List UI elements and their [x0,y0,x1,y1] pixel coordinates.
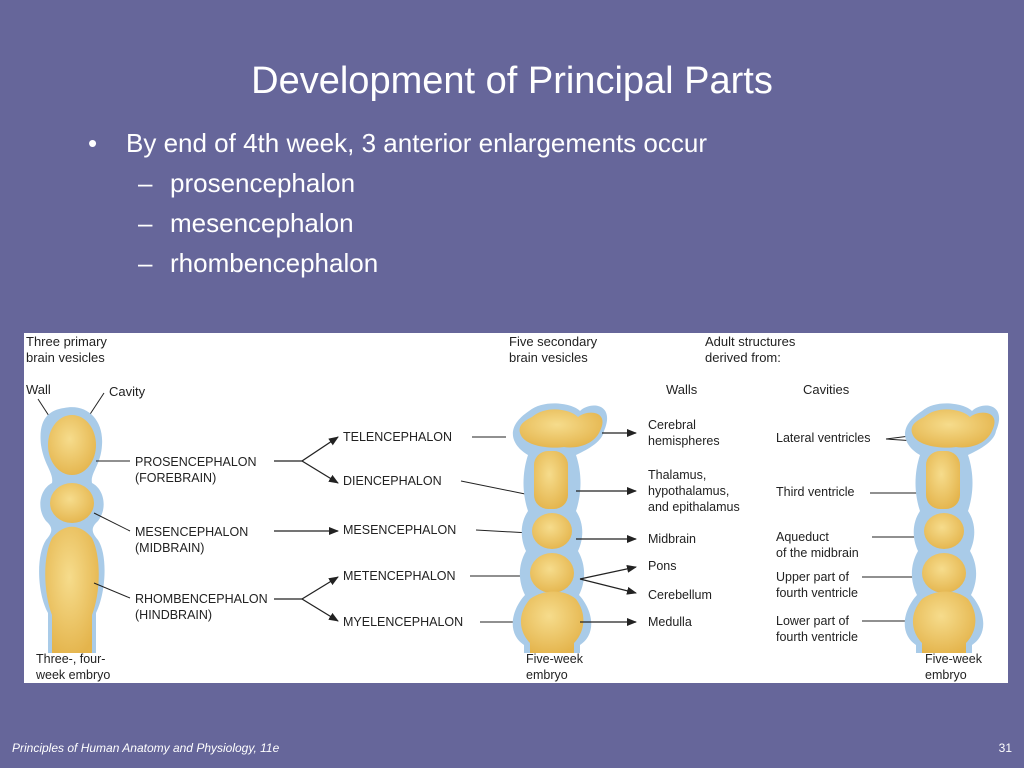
myelencephalon-shape [912,591,976,653]
arrow-to-telencephalon [301,436,339,462]
leader-mesencephalon-secondary [475,529,531,534]
footer-book-title: Principles of Human Anatomy and Physiolo… [12,741,280,755]
embryo-five-week [512,403,608,653]
telencephalon-shape [519,409,603,448]
label-midbrain: Midbrain [648,532,696,546]
heading-primary: Three primary brain vesicles [26,334,111,365]
myelencephalon-shape [520,591,584,653]
label-telencephalon: TELENCEPHALON [343,430,452,444]
heading-cavities: Cavities [803,382,850,397]
sub-item-text: prosencephalon [170,168,356,198]
label-upper-fourth-ventricle: Upper part of fourth ventricle [776,570,858,600]
arrow-to-cerebellum [579,578,637,595]
mesencephalon-shape [924,513,964,549]
rhombencephalon-shape [45,526,99,653]
label-mesencephalon-primary: MESENCEPHALON (MIDBRAIN) [135,525,252,555]
caption-three-four-week: Three-, four- week embryo [35,652,110,682]
bullet-item: • By end of 4th week, 3 anterior enlarge… [88,126,707,160]
arrow-to-myelencephalon [301,598,339,622]
label-aqueduct: Aqueduct of the midbrain [776,530,859,560]
heading-secondary: Five secondary brain vesicles [509,334,601,365]
leader-mesencephalon [93,512,131,532]
wall-label: Wall [26,382,51,397]
label-lateral-ventricles: Lateral ventricles [776,431,871,445]
sub-item-prosencephalon: – prosencephalon [88,166,707,200]
sub-item-text: rhombencephalon [170,248,379,278]
bullet-list: • By end of 4th week, 3 anterior enlarge… [88,126,707,280]
metencephalon-shape [922,553,966,593]
leader-diencephalon [460,480,531,496]
leader-rhombencephalon [93,582,131,599]
mesencephalon-secondary-shape [532,513,572,549]
label-prosencephalon: PROSENCEPHALON (FOREBRAIN) [135,455,260,485]
arrow-to-diencephalon [301,460,339,484]
bullet-text: By end of 4th week, 3 anterior enlargeme… [126,128,707,158]
figure-canvas: Three primary brain vesicles Five second… [26,334,1000,682]
brain-vesicle-figure: Three primary brain vesicles Five second… [24,333,1008,683]
label-thalamus: Thalamus, hypothalamus, and epithalamus [648,468,740,514]
sub-item-text: mesencephalon [170,208,354,238]
label-mesencephalon-secondary: MESENCEPHALON [343,523,456,537]
slide-title: Development of Principal Parts [251,60,773,102]
prosencephalon-shape [48,415,96,475]
diencephalon-shape [926,451,960,509]
diencephalon-shape [534,451,568,509]
telencephalon-shape [911,409,995,448]
embryo-three-week [39,407,105,653]
sub-item-mesencephalon: – mesencephalon [88,206,707,240]
label-metencephalon: METENCEPHALON [343,569,456,583]
heading-walls: Walls [666,382,698,397]
caption-five-week: Five-week embryo [526,652,586,682]
arrow-to-metencephalon [301,576,339,600]
mesencephalon-shape [50,483,94,523]
heading-adult: Adult structures derived from: [705,334,799,365]
label-myelencephalon: MYELENCEPHALON [343,615,463,629]
cavity-label: Cavity [109,384,146,399]
dash-symbol: – [138,168,153,198]
label-lower-fourth-ventricle: Lower part of fourth ventricle [776,614,858,644]
label-pons: Pons [648,559,677,573]
label-rhombencephalon: RHOMBENCEPHALON (HINDBRAIN) [135,592,271,622]
dash-symbol: – [138,248,153,278]
label-medulla: Medulla [648,615,692,629]
footer-page-number: 31 [998,741,1012,755]
label-diencephalon: DIENCEPHALON [343,474,442,488]
embryo-five-week-cavities [904,403,1000,653]
label-third-ventricle: Third ventricle [776,485,855,499]
arrow-to-pons [579,564,637,580]
sub-item-rhombencephalon: – rhombencephalon [88,246,707,280]
metencephalon-shape [530,553,574,593]
label-cerebellum: Cerebellum [648,588,712,602]
caption-five-week-cavities: Five-week embryo [925,652,985,682]
label-cerebral-hemispheres: Cerebral hemispheres [648,418,720,448]
bullet-symbol: • [88,128,98,158]
dash-symbol: – [138,208,153,238]
